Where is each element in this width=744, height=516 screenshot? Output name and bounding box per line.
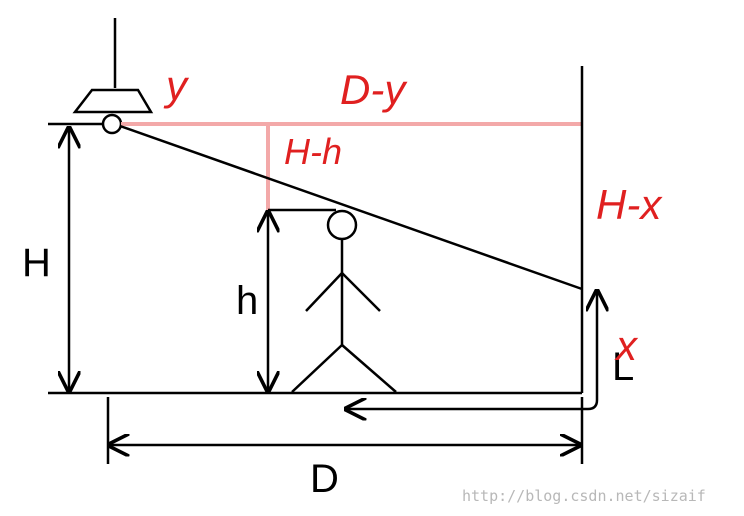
watermark-text: http://blog.csdn.net/sizaif [462,487,706,505]
annotation-h-minus-x: H-x [596,181,663,228]
l-bent-arrow [346,291,597,409]
label-h: h [236,279,258,323]
lamp-icon [72,18,154,135]
person-figure [291,209,397,393]
annotation-h-minus-h: H-h [284,131,342,172]
guide-lines [121,122,582,210]
label-L: L [612,345,634,389]
annotation-y: y [163,62,190,109]
light-ray [119,124,583,291]
label-D: D [310,457,339,501]
label-H: H [22,241,51,285]
annotation-d-minus-y: D-y [340,66,408,113]
annotation-x: x [614,322,639,369]
